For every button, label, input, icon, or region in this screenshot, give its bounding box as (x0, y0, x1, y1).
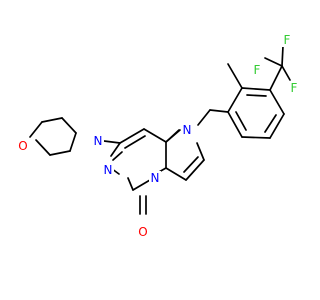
bond-layer (29, 45, 291, 215)
bond (183, 156, 199, 173)
bond (269, 65, 283, 91)
bond (127, 177, 134, 191)
bond (227, 63, 243, 89)
bond (246, 94, 267, 97)
bond (61, 117, 77, 134)
bond (235, 111, 247, 131)
atom-label-backdrop (137, 225, 149, 239)
atom-n-pyrimidine: N (104, 163, 113, 177)
bond (132, 179, 151, 191)
atom-label-backdrop (92, 134, 104, 148)
bond (185, 159, 205, 181)
atom-label-backdrop (181, 123, 193, 137)
bond (119, 128, 145, 144)
atom-label-backdrop (17, 139, 29, 153)
structure-drawing: O N N O N N F F F (17, 33, 300, 239)
bond (241, 87, 271, 91)
bond (264, 114, 277, 133)
molecule-diagram: O N N O N N F F F (17, 33, 300, 239)
atom-label-backdrop (251, 63, 263, 77)
bond (196, 142, 205, 161)
bond (29, 121, 43, 138)
atom-n-morpholine: N (94, 134, 103, 148)
bond (165, 167, 187, 181)
bond (264, 57, 283, 67)
bond (165, 129, 180, 143)
bond (197, 109, 211, 126)
atom-f-3: F (291, 81, 298, 95)
bond (269, 89, 285, 115)
atom-label-backdrop (102, 163, 114, 177)
bond (209, 109, 229, 113)
bond (227, 87, 243, 113)
bond (103, 140, 121, 144)
bond (281, 65, 291, 81)
bond (41, 117, 63, 123)
bond (35, 139, 51, 156)
bond (227, 111, 243, 138)
bond (269, 113, 285, 139)
bond (49, 150, 71, 156)
atom-label-backdrop (281, 33, 293, 47)
atom-o-carbonyl: O (138, 225, 147, 239)
bond (69, 132, 77, 152)
atom-o-morpholine: O (18, 139, 27, 153)
atom-f-2: F (284, 33, 291, 47)
bond (110, 142, 121, 157)
bond (112, 151, 123, 161)
bond (241, 136, 271, 139)
bond (143, 128, 167, 143)
atom-f-1: F (254, 63, 261, 77)
bond (281, 45, 284, 67)
atom-n-bridge: N (151, 171, 160, 185)
atom-label-layer: O N N O N N F F F (17, 33, 300, 239)
atom-label-backdrop (288, 81, 300, 95)
atom-n1-imidazole: N (183, 123, 192, 137)
atom-label-backdrop (149, 171, 161, 185)
bond (124, 135, 146, 149)
